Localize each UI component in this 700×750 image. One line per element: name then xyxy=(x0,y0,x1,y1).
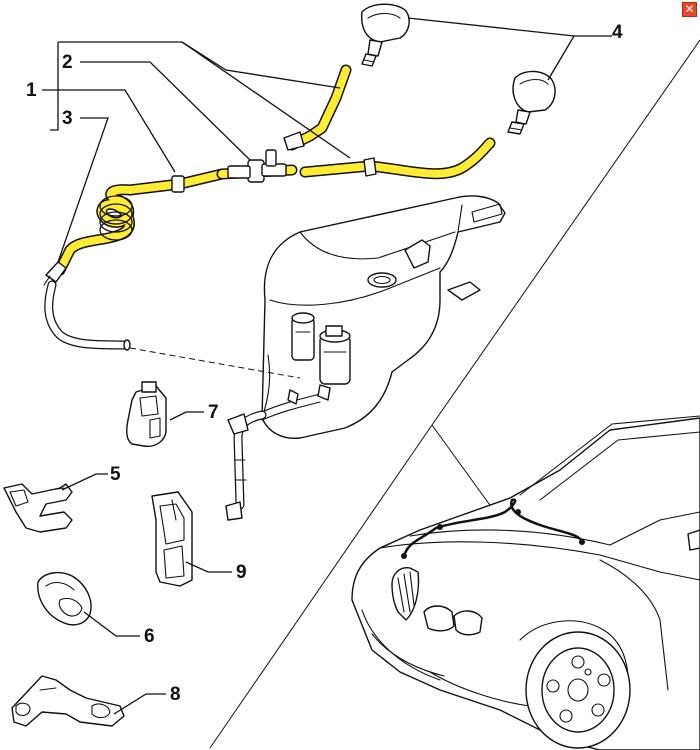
callout-3: 3 xyxy=(62,108,73,129)
clip-7 xyxy=(126,381,167,447)
bracket-9 xyxy=(151,491,193,587)
grommet-6 xyxy=(37,571,92,626)
hose-1-highlighted xyxy=(43,64,496,286)
callout-7: 7 xyxy=(208,402,219,423)
callout-labels: 1 2 3 4 5 6 7 8 9 xyxy=(26,22,623,705)
bracket-8 xyxy=(11,675,125,727)
hose-7 xyxy=(225,410,267,521)
callout-5: 5 xyxy=(110,464,121,485)
callout-8: 8 xyxy=(170,684,181,705)
panel-dividers xyxy=(209,39,700,749)
callout-9: 9 xyxy=(236,562,247,583)
dashed-hose-route xyxy=(44,280,301,379)
callout-4: 4 xyxy=(612,22,623,43)
washer-nozzle-upper xyxy=(361,3,410,67)
bracket-5 xyxy=(3,483,73,533)
callout-6: 6 xyxy=(144,626,155,647)
washer-reservoir xyxy=(261,195,506,439)
close-icon: ✕ xyxy=(684,2,695,16)
t-junction-2 xyxy=(216,131,305,183)
washer-nozzle-lower xyxy=(507,70,556,135)
callout-2: 2 xyxy=(62,52,73,73)
leader-lines xyxy=(42,17,612,715)
close-button[interactable]: ✕ xyxy=(682,2,697,17)
callout-1: 1 xyxy=(26,80,37,101)
car-illustration xyxy=(351,415,700,750)
